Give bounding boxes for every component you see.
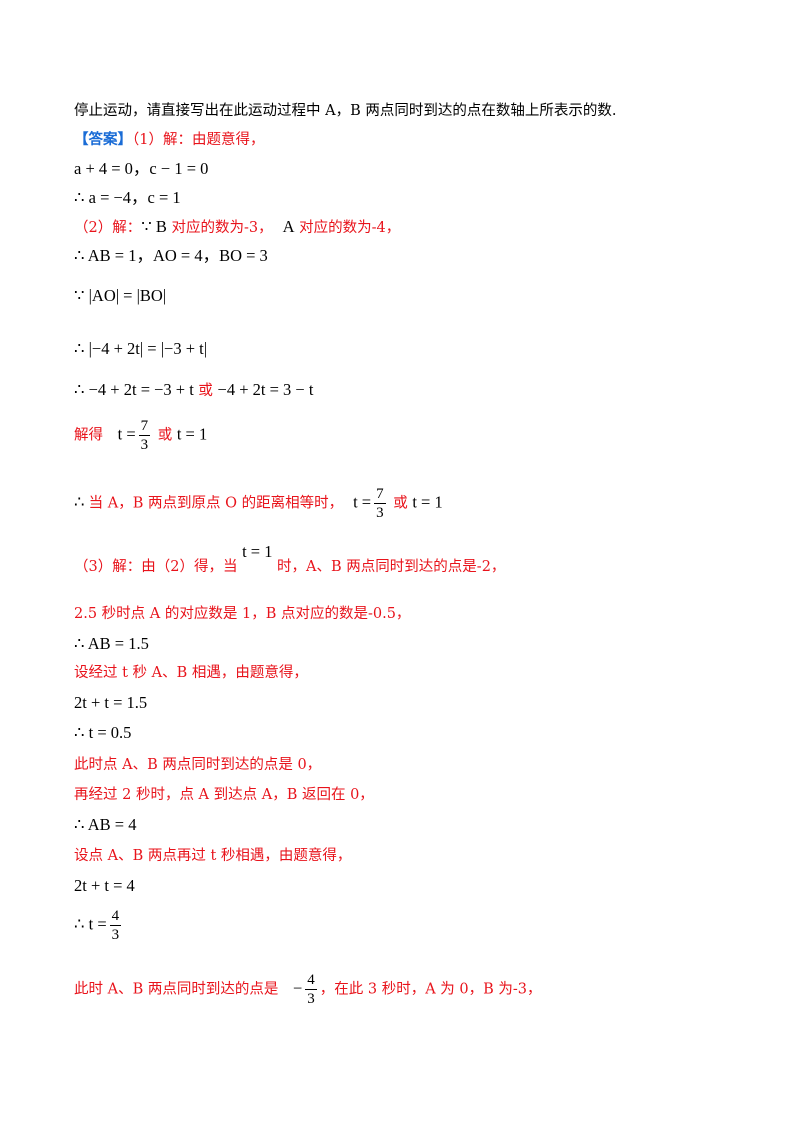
equation-5: ∴ |−4 + 2t| = |−3 + t|	[74, 339, 208, 358]
point-a: A	[282, 217, 295, 236]
answer-tag: 【答案】	[74, 131, 132, 148]
t-equals-1: t = 1	[412, 492, 443, 512]
part2-label: （2）解：	[74, 220, 142, 236]
fraction-numerator: 7	[138, 418, 151, 436]
final-text-end: ，在此 3 秒时，A 为 0，B 为-3，	[319, 981, 542, 998]
minus-sign: −	[292, 978, 303, 998]
equation-6a: ∴ −4 + 2t = −3 + t	[74, 380, 194, 399]
a-value-text: 对应的数为-4，	[294, 220, 401, 236]
equation-4: ∵ |AO| = |BO|	[74, 286, 167, 305]
fraction-numerator: 7	[374, 486, 386, 504]
part2-intro: （2）解：∵ B 对应的数为-3， A 对应的数为-4，	[74, 217, 400, 238]
part3-text: 时，A、B 两点同时到达的点是-2，	[272, 559, 506, 575]
question-tail: 停止运动，请直接写出在此运动过程中 A，B 两点同时到达的点在数轴上所表示的数.	[74, 103, 617, 119]
b-value-text: 对应的数为-3，	[166, 220, 273, 236]
part3-line-6: 设点 A、B 两点再过 t 秒相遇，由题意得，	[74, 848, 352, 864]
therefore-symbol: ∴	[74, 492, 89, 512]
part3-line-3: 设经过 t 秒 A、B 相遇，由题意得，	[74, 665, 308, 681]
part3-line-5: 再经过 2 秒时，点 A 到达点 A，B 返回在 0，	[74, 787, 374, 803]
part3-line-4: 此时点 A、B 两点同时到达的点是 0，	[74, 757, 322, 773]
fraction-denominator: 3	[307, 991, 315, 1007]
equation-3: ∴ AB = 1，AO = 4，BO = 3	[74, 246, 268, 265]
fraction-numerator: 4	[305, 972, 317, 990]
because-b: ∵ B	[141, 217, 167, 236]
t-equals-1-raised: t = 1	[242, 542, 273, 561]
equation-11: 2t + t = 4	[74, 876, 135, 895]
fraction-denominator: 3	[111, 927, 120, 943]
fraction-denominator: 3	[376, 505, 384, 521]
solve-word: 解得	[74, 427, 108, 444]
conclusion-text: 当 A，B 两点到原点 O 的距离相等时，	[88, 495, 344, 512]
or-word: 或	[388, 495, 413, 512]
t-equals-1: t = 1	[176, 424, 208, 444]
equation-2: ∴ a = −4，c = 1	[74, 188, 181, 207]
final-text-start: 此时 A、B 两点同时到达的点是	[74, 981, 283, 998]
equation-10: ∴ AB = 4	[74, 815, 137, 834]
fraction-numerator: 4	[109, 908, 122, 926]
t-equals: t =	[353, 492, 372, 512]
part3-line-2: 2.5 秒时点 A 的对应数是 1，B 点对应的数是-0.5，	[74, 606, 411, 622]
or-word: 或	[193, 383, 218, 399]
equation-6b: −4 + 2t = 3 − t	[217, 380, 314, 399]
equation-6: ∴ −4 + 2t = −3 + t 或 −4 + 2t = 3 − t	[74, 380, 313, 401]
equation-7: ∴ AB = 1.5	[74, 634, 149, 653]
or-word: 或	[153, 427, 177, 444]
answer-header: 【答案】（1）解：由题意得，	[74, 130, 264, 150]
part1-intro: （1）解：由题意得，	[132, 132, 265, 148]
equation-1: a + 4 = 0，c − 1 = 0	[74, 159, 209, 178]
equation-9: ∴ t = 0.5	[74, 723, 132, 742]
t-equals: ∴ t =	[74, 914, 107, 934]
t-equals: t =	[117, 424, 136, 444]
part3-label: （3）解：由（2）得，当	[74, 559, 243, 575]
fraction-denominator: 3	[140, 437, 149, 453]
part3-intro: （3）解：由（2）得，当 t = 1 时，A、B 两点同时到达的点是-2，	[74, 542, 506, 577]
equation-8: 2t + t = 1.5	[74, 693, 148, 712]
